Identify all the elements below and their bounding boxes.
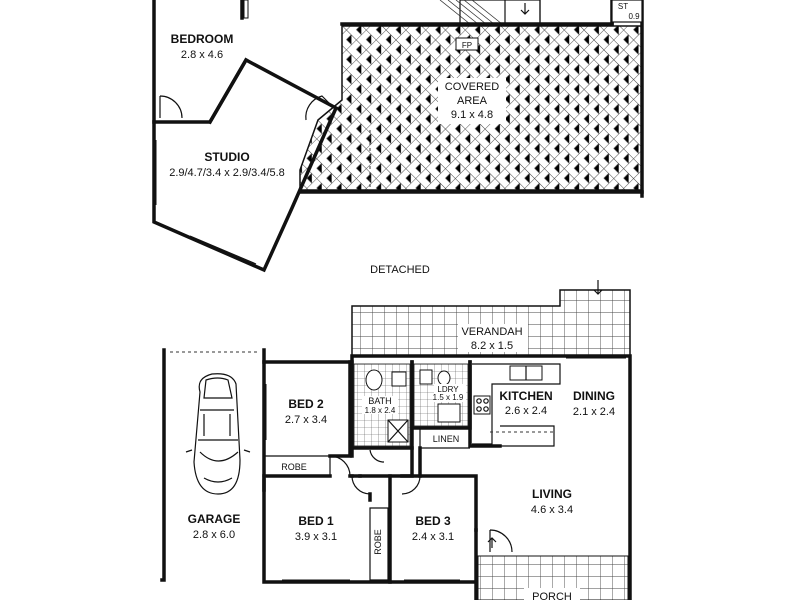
main-house: VERANDAH 8.2 x 1.5 GARAGE 2.8 x 6.0 bbox=[160, 280, 632, 600]
dining: DINING 2.1 x 2.4 bbox=[566, 357, 626, 418]
ldry-label-bg bbox=[434, 384, 466, 402]
covered-label-bg bbox=[438, 78, 506, 124]
basin-icon bbox=[391, 371, 407, 387]
robe-label-1: ROBE bbox=[281, 462, 307, 472]
store-label: ST bbox=[618, 2, 628, 11]
kitchen-dims: 2.6 x 2.4 bbox=[505, 405, 547, 417]
bed1-dims: 3.9 x 3.1 bbox=[295, 531, 337, 543]
dining-dims: 2.1 x 2.4 bbox=[573, 406, 615, 418]
garage-dims: 2.8 x 6.0 bbox=[193, 529, 235, 541]
porch-label-bg bbox=[524, 588, 580, 600]
cooktop-icon bbox=[473, 395, 491, 415]
porch: PORCH bbox=[477, 555, 629, 600]
bed2: ROBE BED 2 2.7 x 3.4 bbox=[262, 360, 354, 478]
laundry: LDRY 1.5 x 1.9 bbox=[410, 360, 472, 430]
upper-bedroom: BEDROOM 2.8 x 4.6 bbox=[152, 0, 249, 124]
porch-label: PORCH bbox=[532, 591, 572, 600]
bed2-label: BED 2 bbox=[288, 397, 324, 411]
bed1: ROBE BED 1 3.9 x 3.1 bbox=[282, 474, 392, 584]
toilet-icon bbox=[365, 369, 383, 391]
bedroom-dims: 2.8 x 4.6 bbox=[181, 49, 223, 61]
upper-studio: STUDIO 2.9/4.7/3.4 x 2.9/3.4/5.8 bbox=[152, 57, 371, 273]
ldry-label: LDRY bbox=[437, 385, 459, 394]
bedroom-label: BEDROOM bbox=[171, 32, 234, 46]
bath-label: BATH bbox=[368, 396, 391, 406]
linen: LINEN bbox=[419, 428, 470, 449]
washer-icon bbox=[437, 403, 461, 423]
store-dims: 0.9 bbox=[628, 12, 640, 21]
robe-label-2: ROBE bbox=[373, 529, 383, 555]
garage-label: GARAGE bbox=[188, 512, 241, 526]
bed3-dims: 2.4 x 3.1 bbox=[412, 531, 454, 543]
verandah-label-bg bbox=[458, 324, 528, 352]
linen-label: LINEN bbox=[433, 434, 460, 444]
detached-label: DETACHED bbox=[370, 264, 430, 276]
ldry-dims: 1.5 x 1.9 bbox=[433, 393, 464, 402]
fireplace-label: FP bbox=[462, 41, 472, 50]
studio-label: STUDIO bbox=[204, 150, 249, 164]
garage: GARAGE 2.8 x 6.0 bbox=[160, 348, 266, 582]
bath: BATH 1.8 x 2.4 bbox=[350, 360, 414, 450]
verandah-dims: 8.2 x 1.5 bbox=[471, 340, 513, 352]
covered-label-2: AREA bbox=[457, 95, 488, 107]
kitchen: KITCHEN 2.6 x 2.4 bbox=[468, 360, 561, 448]
bath-dims: 1.8 x 2.4 bbox=[365, 406, 396, 415]
stairs-upper bbox=[439, 0, 541, 25]
fireplace bbox=[455, 37, 479, 51]
store-room bbox=[611, 0, 643, 23]
studio-dims: 2.9/4.7/3.4 x 2.9/3.4/5.8 bbox=[169, 167, 285, 179]
covered-label-1: COVERED bbox=[445, 81, 499, 93]
living-dims: 4.6 x 3.4 bbox=[531, 504, 573, 516]
living: LIVING 4.6 x 3.4 bbox=[487, 487, 573, 553]
verandah-label: VERANDAH bbox=[461, 326, 522, 338]
bath-label-bg bbox=[362, 396, 398, 414]
kitchen-label: KITCHEN bbox=[499, 389, 552, 403]
laundry-toilet-icon bbox=[437, 370, 451, 386]
upper-structure: ST 0.9 FP COVERED AREA 9.1 x 4.8 BEDROOM… bbox=[152, 0, 644, 273]
car-icon bbox=[185, 373, 251, 495]
living-label: LIVING bbox=[532, 487, 572, 501]
bed2-dims: 2.7 x 3.4 bbox=[285, 414, 327, 426]
covered-dims: 9.1 x 4.8 bbox=[451, 109, 493, 121]
laundry-tub-icon bbox=[419, 369, 433, 385]
bed3-label: BED 3 bbox=[415, 514, 451, 528]
bed3: BED 3 2.4 x 3.1 bbox=[400, 474, 478, 581]
dining-label: DINING bbox=[573, 389, 615, 403]
bed1-label: BED 1 bbox=[298, 514, 334, 528]
